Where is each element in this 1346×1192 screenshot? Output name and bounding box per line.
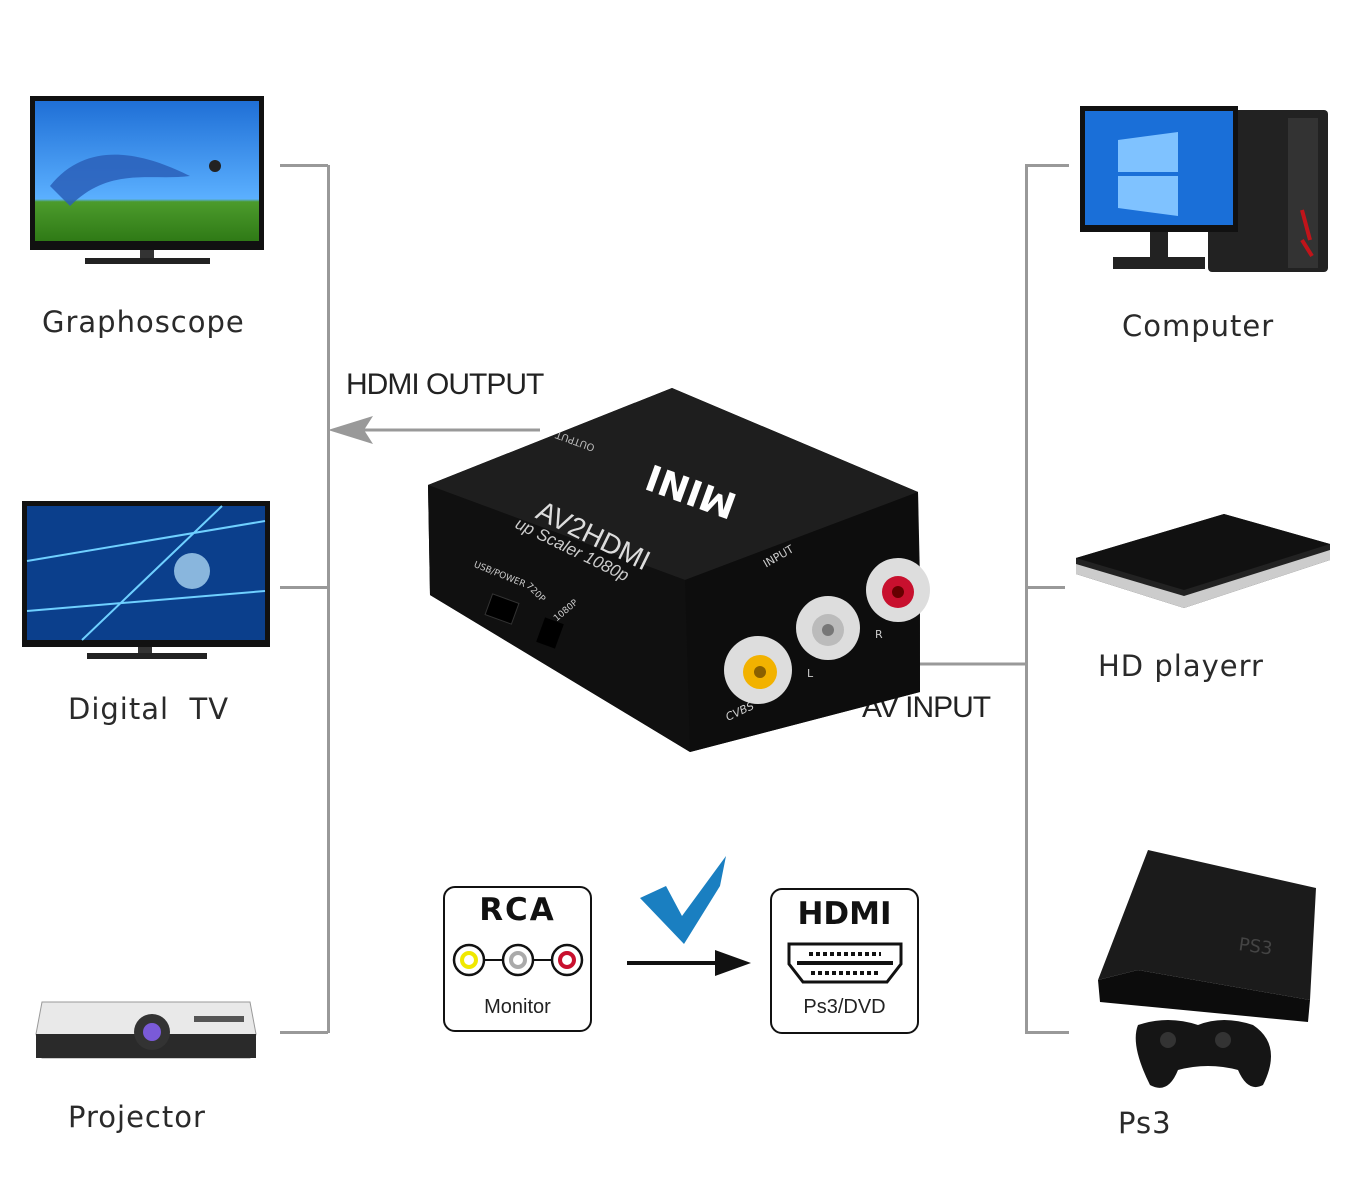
ps3-image: PS3: [1098, 850, 1316, 1088]
rca-box: RCA Monitor: [443, 886, 592, 1032]
converter-r-label: R: [875, 628, 883, 641]
rca-connectors-icon: [452, 943, 584, 977]
hdmi-port-icon: [787, 942, 903, 984]
left-stub-1: [280, 164, 328, 167]
hdmi-box: HDMI Ps3/DVD: [770, 888, 919, 1034]
hd-player-label: HD playerr: [1098, 649, 1264, 683]
graphoscope-label: Graphoscope: [42, 305, 245, 339]
ps3-label: Ps3: [1118, 1106, 1172, 1140]
hdmi-caption: Ps3/DVD: [803, 996, 886, 1018]
computer-image: [1080, 106, 1328, 272]
svg-text:PS3: PS3: [1237, 934, 1273, 959]
av2hdmi-converter: MINI AV2HDMI up Scaler 1080p OUTPUT INPU…: [420, 380, 940, 760]
tv-graphoscope-image: [30, 96, 264, 264]
computer-label: Computer: [1122, 309, 1275, 343]
projector-label: Projector: [68, 1100, 206, 1134]
hdmi-title: HDMI: [797, 896, 892, 932]
hd-player-image: [1076, 514, 1330, 608]
right-bracket-vertical: [1025, 165, 1028, 1033]
rca-caption: Monitor: [484, 996, 551, 1018]
left-stub-3: [280, 1031, 328, 1034]
conversion-arrow: [627, 950, 751, 976]
hdmi-output-label: HDMI OUTPUT: [346, 368, 544, 401]
check-icon: [640, 856, 726, 944]
right-stub-2: [1025, 586, 1065, 589]
digital-tv-label: Digital TV: [68, 692, 230, 726]
converter-body: [428, 388, 930, 752]
left-bracket-vertical: [327, 165, 330, 1033]
hdmi-output-arrow: [328, 416, 540, 444]
right-stub-1: [1025, 164, 1069, 167]
rca-title: RCA: [479, 892, 556, 928]
right-stub-3: [1025, 1031, 1069, 1034]
projector-image: [35, 1001, 257, 1059]
converter-l-label: L: [807, 667, 814, 680]
left-stub-2: [280, 586, 328, 589]
tv-digital-image: [22, 501, 270, 659]
